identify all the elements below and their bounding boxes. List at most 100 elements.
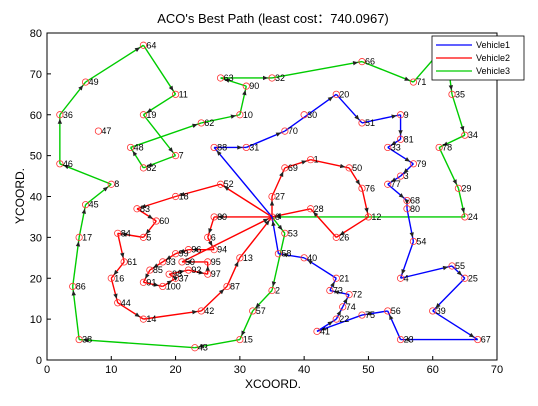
customer-node — [461, 274, 469, 282]
node-label: 9 — [404, 110, 409, 120]
customer-node — [204, 270, 212, 278]
route-arrow — [166, 280, 173, 285]
route-arrow — [132, 150, 138, 157]
customer-node — [152, 217, 160, 225]
route-arrow — [460, 125, 465, 132]
customer-node — [332, 233, 340, 241]
node-label: 2 — [275, 286, 280, 296]
node-label: 21 — [339, 273, 349, 283]
route-arrow — [208, 228, 213, 234]
route-arrow — [145, 228, 151, 235]
node-label: 5 — [146, 232, 151, 242]
customer-node — [448, 262, 456, 270]
route-arrow — [336, 310, 341, 316]
route-segment — [361, 60, 414, 83]
node-label: 27 — [275, 192, 285, 202]
route-arrow — [391, 114, 397, 119]
node-label: 33 — [391, 142, 401, 152]
route-segment — [220, 183, 273, 218]
customer-node — [56, 160, 64, 168]
node-label: 10 — [243, 110, 253, 120]
route-vehicle3 — [57, 44, 466, 349]
route-arrow — [398, 130, 403, 136]
customer-node — [306, 156, 315, 164]
customer-node — [358, 311, 366, 319]
customer-node — [300, 254, 308, 262]
node-label: 26 — [339, 232, 349, 242]
customer-node — [139, 233, 148, 241]
node-label: 79 — [416, 159, 426, 169]
route-arrow — [339, 163, 346, 169]
node-label: 8 — [114, 179, 119, 189]
route-arrow — [153, 263, 159, 268]
y-tick-label: 10 — [30, 314, 42, 326]
route-arrow — [262, 218, 269, 223]
route-arrow — [134, 47, 141, 52]
customer-node — [216, 180, 225, 188]
route-arrow — [401, 269, 406, 275]
customer-node — [210, 213, 218, 221]
customer-node — [268, 213, 276, 221]
node-label: 48 — [134, 142, 144, 152]
node-label: 73 — [333, 286, 343, 296]
node-label: 14 — [146, 314, 156, 324]
route-arrow — [179, 248, 185, 254]
customer-node — [139, 278, 148, 286]
route-arrow — [168, 147, 174, 153]
node-label: 20 — [339, 89, 349, 99]
customer-node — [236, 335, 244, 344]
route-arrow — [218, 289, 225, 295]
customer-node — [107, 274, 115, 282]
node-label: 38 — [82, 335, 92, 345]
route-segment — [130, 122, 202, 149]
route-arrow — [147, 214, 153, 219]
node-label: 74 — [346, 302, 356, 312]
node-label: 19 — [146, 110, 156, 120]
route-arrow — [456, 270, 462, 276]
customer-node — [236, 254, 244, 262]
customer-node — [384, 180, 392, 188]
route-arrow — [320, 326, 327, 331]
node-label: 51 — [365, 118, 375, 128]
customer-node — [216, 74, 225, 82]
route-arrow — [57, 118, 63, 124]
route-arrow — [282, 252, 288, 258]
node-label: 31 — [249, 142, 259, 152]
customer-node — [165, 270, 173, 278]
route-arrow — [271, 220, 276, 227]
node-label: 32 — [275, 73, 285, 83]
customer-node — [159, 282, 167, 291]
customer-node — [114, 229, 122, 237]
node-label: 0 — [275, 212, 280, 222]
node-label: 67 — [481, 335, 491, 345]
customer-node — [197, 119, 205, 127]
node-label: 15 — [243, 335, 253, 345]
customer-node — [146, 266, 154, 274]
route-arrow — [205, 265, 210, 271]
customer-node — [281, 164, 289, 172]
customer-node — [94, 127, 103, 135]
node-label: 93 — [166, 257, 176, 267]
node-label: 69 — [288, 163, 298, 173]
x-tick-label: 10 — [105, 364, 117, 376]
node-label: 82 — [146, 163, 156, 173]
x-tick-label: 70 — [491, 364, 503, 376]
route-arrow — [409, 232, 414, 238]
node-label: 98 — [172, 269, 182, 279]
node-label: 99 — [179, 249, 189, 259]
customer-node — [268, 192, 276, 201]
route-arrow — [166, 255, 172, 260]
node-label: 83 — [140, 204, 150, 214]
route-arrow — [224, 78, 230, 83]
route-arrow — [452, 179, 457, 185]
node-label: 1 — [314, 155, 319, 165]
route-arrow — [442, 265, 449, 271]
route-arrow — [355, 179, 360, 185]
node-label: 86 — [76, 281, 86, 291]
route-arrow — [264, 220, 270, 226]
route-arrow — [192, 123, 198, 128]
route-arrow — [83, 338, 89, 343]
customer-node — [358, 58, 366, 66]
customer-node — [171, 90, 180, 98]
route-arrow — [63, 165, 70, 170]
